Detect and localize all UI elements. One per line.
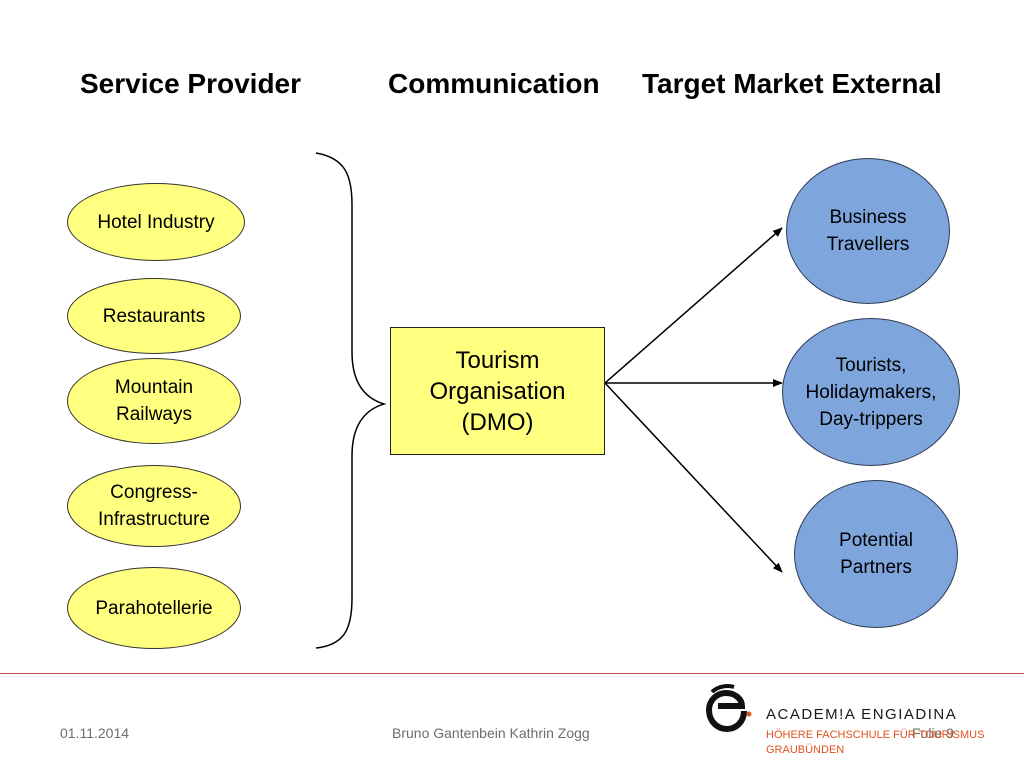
provider-label-line2: Railways (115, 404, 192, 425)
logo-subtitle-line2: GRAUBÜNDEN (766, 744, 845, 756)
heading-communication: Communication (388, 68, 600, 99)
arrow-to-business-travellers (604, 227, 783, 384)
provider-label: Parahotellerie (95, 597, 213, 619)
footer-date: 01.11.2014 (60, 725, 130, 741)
provider-label: Hotel Industry (97, 211, 215, 233)
footer-folio: Folie 9 (912, 725, 955, 741)
provider-hotel-industry: Hotel Industry (67, 183, 245, 261)
footer-authors: Bruno Gantenbein Kathrin Zogg (392, 725, 590, 741)
target-label-line1: Tourists, (835, 354, 907, 376)
dmo-label-line3: (DMO) (461, 408, 534, 436)
provider-label-line2: Infrastructure (98, 509, 210, 530)
footer-rule (0, 673, 1024, 674)
provider-mountain-railways: Mountain Railways (67, 358, 241, 444)
academia-engiadina-logo-icon (705, 684, 752, 732)
provider-label: Restaurants (102, 305, 206, 327)
target-label-line2: Partners (840, 557, 912, 578)
target-label-line1: Potential (839, 530, 913, 551)
target-label-line2: Travellers (826, 234, 910, 255)
target-business-travellers: Business Travellers (786, 158, 950, 304)
provider-label-line1: Mountain (114, 377, 194, 398)
target-label-line3: Day-trippers (819, 408, 923, 430)
target-potential-partners: Potential Partners (794, 480, 958, 628)
dmo-label-line2: Organisation (429, 377, 566, 405)
provider-parahotellerie: Parahotellerie (67, 567, 241, 649)
provider-label-line1: Congress- (110, 482, 198, 503)
target-label-line1: Business (829, 207, 907, 228)
logo-subtitle-line1: HÖHERE FACHSCHULE FÜR TOURISMUS (766, 729, 985, 741)
provider-congress-infrastructure: Congress- Infrastructure (67, 465, 241, 547)
arrow-to-potential-partners (604, 382, 783, 573)
target-label-line2: Holidaymakers, (805, 381, 937, 403)
dmo-box: Tourism Organisation (DMO) (390, 327, 605, 455)
target-tourists: Tourists, Holidaymakers, Day-trippers (782, 318, 960, 466)
provider-restaurants: Restaurants (67, 278, 241, 354)
dmo-label-line1: Tourism (455, 346, 540, 374)
logo-name: ACADEM!A ENGIADINA (766, 706, 958, 723)
heading-target-market: Target Market External (642, 68, 942, 99)
logo-subtitle: HÖHERE FACHSCHULE FÜR TOURISMUS GRAUBÜND… (766, 728, 984, 758)
curly-brace (315, 152, 387, 649)
heading-service-provider: Service Provider (80, 68, 302, 99)
